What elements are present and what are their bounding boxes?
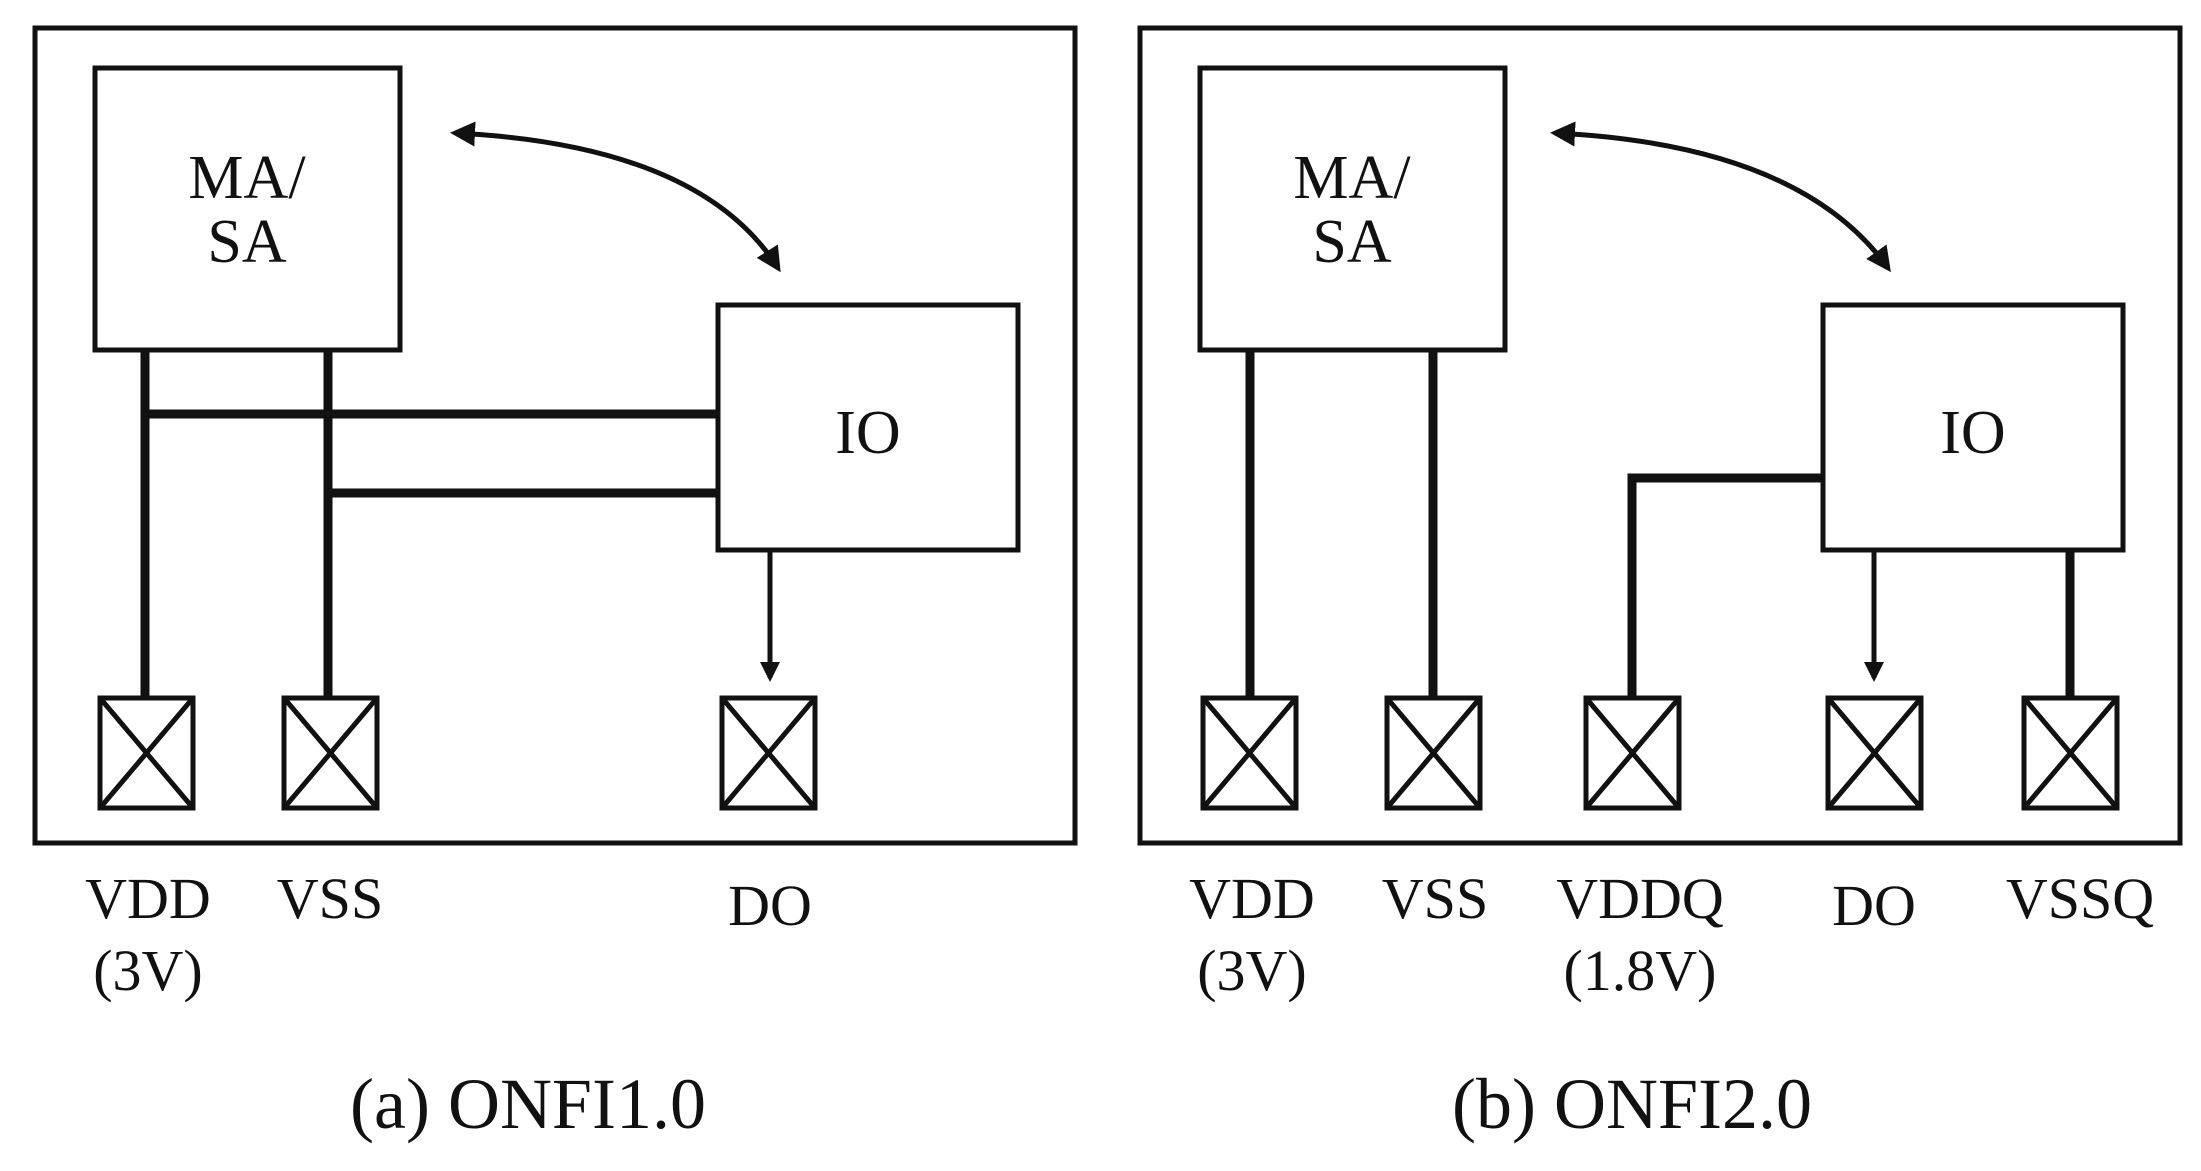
panel-b-masa-label-line1: MA/ — [1293, 144, 1411, 212]
panel-b-pin-do-label: DO — [1832, 873, 1916, 938]
panel-b-io-block — [1820, 302, 2126, 553]
panel-a-io-block — [715, 302, 1021, 553]
panel-a-masa-block — [92, 65, 403, 353]
panel-a-bidirectional-arrow — [450, 121, 781, 273]
panel-a-pin-vdd-label: VDD — [85, 866, 211, 931]
panel-a-pin-do-label: DO — [728, 873, 812, 938]
panel-b-masa-label-line2: SA — [1312, 208, 1391, 276]
panel-b-pin-vdd-sub: (3V) — [1197, 938, 1307, 1003]
panel-a-masa-label-line1: MA/ — [188, 144, 306, 212]
panel-b-pin-vss-label: VSS — [1382, 866, 1488, 931]
panel-a-io-label: IO — [835, 399, 900, 467]
panel-b-pad-vddq — [1583, 695, 1682, 811]
panel-b-pin-vssq-label: VSSQ — [2006, 866, 2154, 931]
panel-b-vddq-wire — [1627, 473, 1826, 703]
panel-b-pad-vdd — [1200, 695, 1299, 811]
panel-b-pin-vddq-label: VDDQ — [1556, 866, 1724, 931]
panel-b-io-label: IO — [1940, 399, 2005, 467]
panel-a-pin-vdd-sub: (3V) — [93, 938, 203, 1003]
panel-a-masa-label-line2: SA — [207, 208, 286, 276]
panel-a-pad-vdd — [97, 695, 196, 811]
panel-a-pad-vss — [281, 695, 380, 811]
panel-a-caption: (a) ONFI1.0 — [350, 1064, 706, 1144]
panel-a-frame — [32, 25, 1078, 846]
panel-b-bidirectional-arrow — [1550, 121, 1891, 273]
panel-a-pad-do — [719, 695, 818, 811]
panel-b: MA/ SA IO — [1137, 25, 2183, 1144]
panel-a: MA/ SA IO VDD (3V) VSS — [32, 25, 1078, 1144]
panel-b-pad-vss — [1384, 695, 1483, 811]
panel-b-caption: (b) ONFI2.0 — [1452, 1064, 1812, 1144]
panel-b-pin-vdd-label: VDD — [1189, 866, 1315, 931]
panel-b-frame — [1137, 25, 2183, 846]
panel-b-masa-block — [1197, 65, 1508, 353]
panel-b-pad-vssq — [2021, 695, 2120, 811]
panel-b-pin-vddq-sub: (1.8V) — [1563, 938, 1716, 1003]
panel-a-pin-vss-label: VSS — [277, 866, 383, 931]
panel-b-pad-do — [1825, 695, 1924, 811]
